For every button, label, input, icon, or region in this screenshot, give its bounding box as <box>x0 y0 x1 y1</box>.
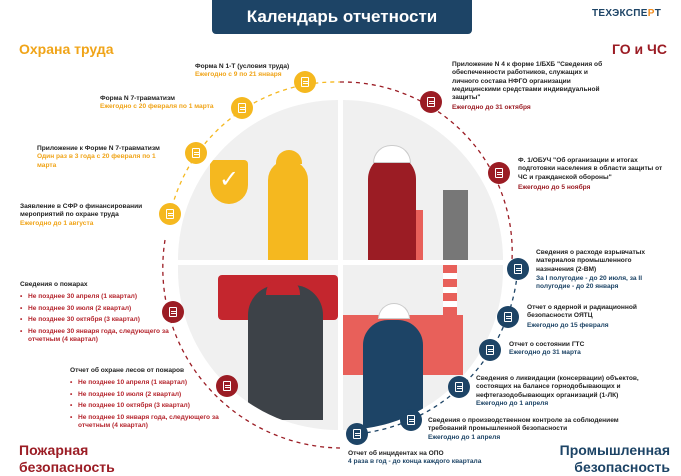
industrial-item-2: Отчет о ядерной и радиационной безопасно… <box>527 304 637 329</box>
fire-item-2: Отчет об охране лесов от пожаров Не позд… <box>70 367 220 431</box>
document-icon <box>162 301 184 323</box>
document-icon <box>294 71 316 93</box>
document-icon <box>497 306 519 328</box>
labor-illustration: ✓ <box>178 100 338 260</box>
document-icon <box>479 339 501 361</box>
industrial-item-5: Сведения о производственном контроле за … <box>428 417 619 441</box>
section-title-industrial: Промышленная безопасность <box>559 442 670 475</box>
civil-item-2: Ф. 1/ОБУЧ "Об организации и итогах подго… <box>518 157 663 191</box>
document-icon <box>400 409 422 431</box>
labor-item-1: Форма N 1-Т (условия труда)Ежегодно с 9 … <box>195 63 290 79</box>
document-icon <box>185 142 207 164</box>
industrial-item-1: Сведения о расходе взрывчатых материалов… <box>536 249 646 291</box>
labor-item-4: Заявление в СФР о финансировании меропри… <box>20 203 143 227</box>
civil-illustration <box>343 100 503 260</box>
document-icon <box>216 375 238 397</box>
document-icon <box>507 258 529 280</box>
document-icon <box>448 376 470 398</box>
shield-icon: ✓ <box>210 160 248 204</box>
industrial-item-4: Сведения о ликвидации (консервации) объе… <box>476 375 639 407</box>
civil-item-1: Приложение N 4 к форме 1/БХБ "Сведения о… <box>452 61 603 112</box>
section-title-labor: Охрана труда <box>19 41 114 57</box>
page-title: Календарь отчетности <box>212 0 472 34</box>
worker-figure <box>268 160 308 260</box>
fire-item-1: Сведения о пожарах Не позднее 30 апреля … <box>20 281 170 345</box>
section-title-civil: ГО и ЧС <box>612 41 667 57</box>
techexpert-logo: ТЕХЭКСПЕРТ <box>592 8 662 19</box>
document-icon <box>420 91 442 113</box>
section-title-fire: Пожарная безопасность <box>19 442 115 475</box>
document-icon <box>488 162 510 184</box>
document-icon <box>346 423 368 445</box>
document-icon <box>231 97 253 119</box>
document-icon <box>159 203 181 225</box>
firefighter-figure <box>368 155 416 260</box>
